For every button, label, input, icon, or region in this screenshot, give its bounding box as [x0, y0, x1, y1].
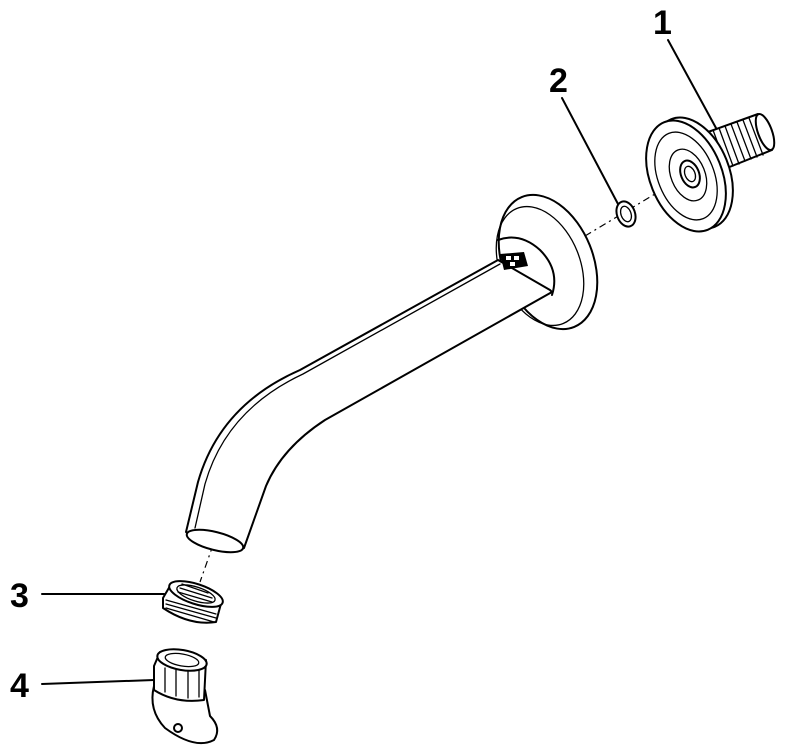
callout-4: 4 [10, 667, 29, 705]
part-4-aerator-key [151, 648, 219, 744]
leader-line-2 [561, 97, 619, 205]
logo-mark [500, 252, 528, 270]
leader-line-4 [41, 679, 155, 685]
part-2-o-ring [615, 200, 637, 228]
part-3-aerator [162, 580, 224, 624]
callout-1: 1 [653, 4, 672, 42]
callout-3: 3 [10, 577, 29, 615]
spout-body [185, 193, 599, 554]
leader-line-1 [667, 39, 717, 129]
part-1-wall-connection [645, 112, 776, 233]
axis-line-lower [199, 544, 214, 583]
callout-2: 2 [549, 62, 568, 100]
